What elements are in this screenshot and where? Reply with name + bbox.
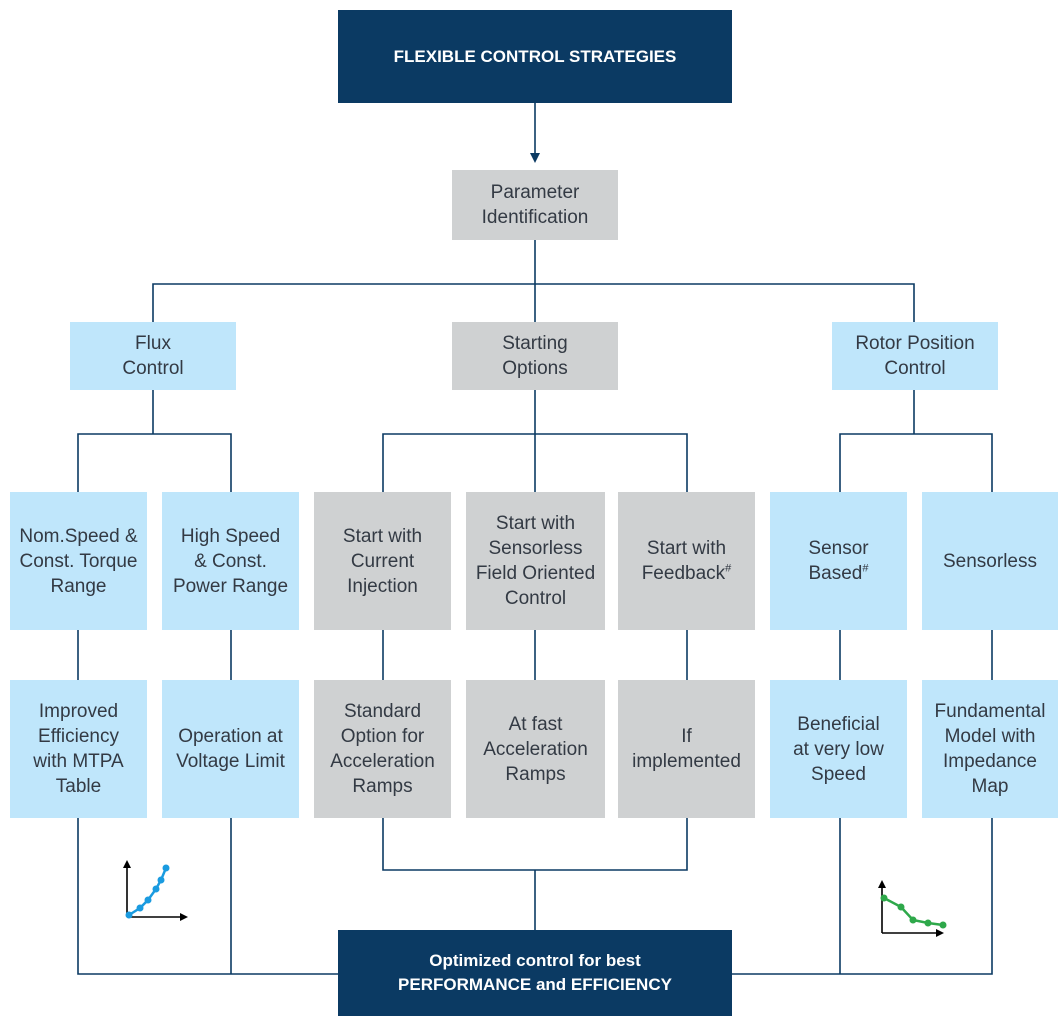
parameter-identification-label: Parameter Identification bbox=[481, 182, 589, 228]
high-speed-label: High Speed & Const. Power Range bbox=[172, 525, 289, 597]
sensor-based-label: Sensor Based# bbox=[808, 536, 868, 586]
feedback-footnote-mark: # bbox=[725, 562, 732, 575]
sensor-based-footnote-mark: # bbox=[862, 562, 869, 575]
standard-option-box: Standard Option for Acceleration Ramps bbox=[314, 680, 451, 818]
nom-speed-label: Nom.Speed & Const. Torque Range bbox=[19, 525, 138, 597]
top-title: FLEXIBLE CONTROL STRATEGIES bbox=[393, 46, 677, 66]
sensorless-box: Sensorless bbox=[922, 492, 1058, 630]
optimized-control-line2: PERFORMANCE and EFFICIENCY bbox=[398, 975, 672, 994]
sensor-based-box: Sensor Based# bbox=[770, 492, 907, 630]
current-injection-box: Start with Current Injection bbox=[314, 492, 451, 630]
sensorless-label: Sensorless bbox=[943, 550, 1037, 572]
rotor-position-control-label: Rotor Position Control bbox=[855, 333, 975, 379]
rising-curve-chart-icon bbox=[123, 860, 188, 921]
mtpa-label: Improved Efficiency with MTPA Table bbox=[33, 701, 124, 797]
optimized-control-box: Optimized control for best PERFORMANCE a… bbox=[338, 930, 732, 1016]
flux-control-label: Flux Control bbox=[122, 333, 184, 379]
feedback-text: Start with Feedback bbox=[641, 538, 727, 584]
rotor-position-control-box: Rotor Position Control bbox=[832, 322, 998, 390]
sensor-based-text: Sensor Based bbox=[808, 538, 869, 584]
voltage-limit-box: Operation at Voltage Limit bbox=[162, 680, 299, 818]
if-implemented-box: If implemented bbox=[618, 680, 755, 818]
sensorless-foc-label: Start with Sensorless Field Oriented Con… bbox=[475, 513, 596, 609]
high-speed-box: High Speed & Const. Power Range bbox=[162, 492, 299, 630]
if-implemented-label: If implemented bbox=[632, 726, 741, 772]
fundamental-model-box: Fundamental Model with Impedance Map bbox=[922, 680, 1058, 818]
parameter-identification-box: Parameter Identification bbox=[452, 170, 618, 240]
flux-control-box: Flux Control bbox=[70, 322, 236, 390]
standard-option-label: Standard Option for Acceleration Ramps bbox=[330, 701, 435, 797]
voltage-limit-label: Operation at Voltage Limit bbox=[176, 726, 285, 772]
low-speed-box: Beneficial at very low Speed bbox=[770, 680, 907, 818]
starting-options-box: Starting Options bbox=[452, 322, 618, 390]
feedback-label: Start with Feedback# bbox=[642, 536, 732, 586]
low-speed-label: Beneficial at very low Speed bbox=[793, 713, 884, 785]
mtpa-box: Improved Efficiency with MTPA Table bbox=[10, 680, 147, 818]
starting-options-label: Starting Options bbox=[502, 333, 568, 379]
sensorless-foc-box: Start with Sensorless Field Oriented Con… bbox=[466, 492, 605, 630]
fundamental-model-label: Fundamental Model with Impedance Map bbox=[934, 701, 1046, 797]
flexible-control-strategies-box: FLEXIBLE CONTROL STRATEGIES bbox=[338, 10, 732, 103]
optimized-control-line1: Optimized control for best bbox=[429, 951, 641, 970]
nom-speed-box: Nom.Speed & Const. Torque Range bbox=[10, 492, 147, 630]
fast-acceleration-label: At fast Acceleration Ramps bbox=[483, 713, 588, 785]
fast-acceleration-box: At fast Acceleration Ramps bbox=[466, 680, 605, 818]
feedback-box: Start with Feedback# bbox=[618, 492, 755, 630]
current-injection-label: Start with Current Injection bbox=[342, 525, 423, 597]
falling-curve-chart-icon bbox=[878, 880, 947, 937]
